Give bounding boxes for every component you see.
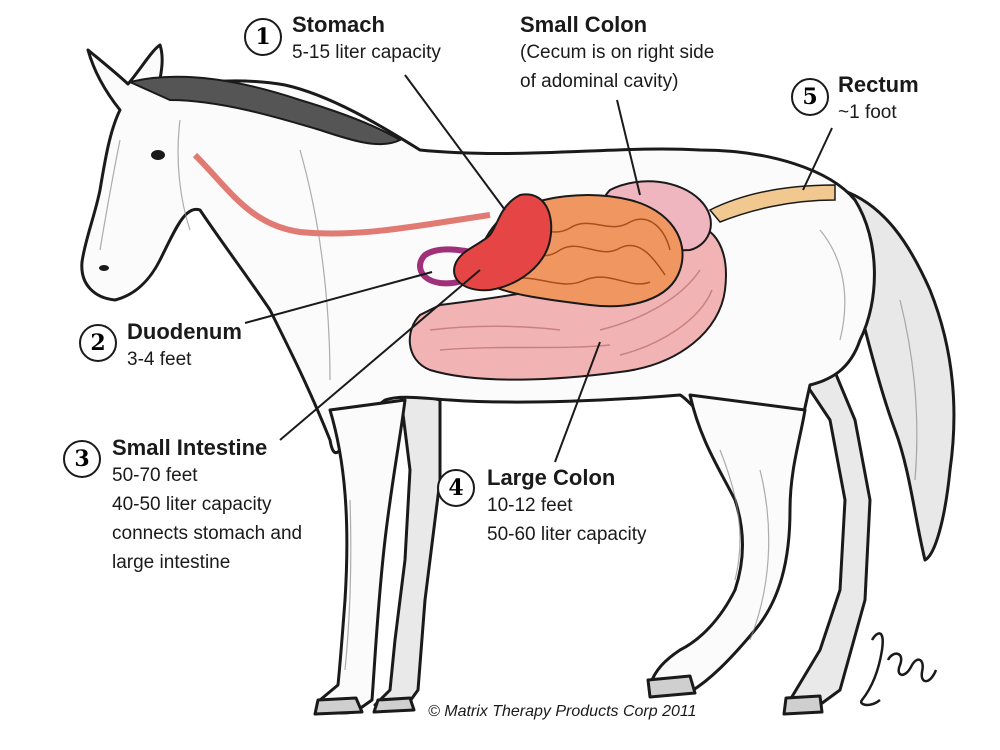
leader-stomach: [404, 74, 506, 211]
duodenum-title: Duodenum: [127, 319, 242, 344]
small-intestine-line-2: 40-50 liter capacity: [112, 494, 272, 515]
large-colon-title: Large Colon: [487, 465, 616, 490]
small-colon-line-2: of adominal cavity): [520, 71, 679, 92]
number-badge-3: 3: [63, 440, 101, 478]
leader-duodenum: [244, 271, 433, 324]
stomach-line-1: 5-15 liter capacity: [292, 42, 441, 63]
label-large-colon: Large Colon 10-12 feet 50-60 liter capac…: [487, 465, 646, 549]
label-small-intestine: Small Intestine 50-70 feet 40-50 liter c…: [112, 435, 302, 577]
duodenum-line-1: 3-4 feet: [127, 349, 192, 370]
small-intestine-line-1: 50-70 feet: [112, 465, 198, 486]
mane: [126, 75, 403, 146]
near-hind-leg: [648, 393, 807, 696]
shading: [99, 119, 918, 671]
label-stomach: Stomach 5-15 liter capacity: [292, 12, 441, 67]
small-intestine-title: Small Intestine: [112, 435, 268, 460]
stomach-title: Stomach: [292, 12, 385, 37]
signature: [859, 632, 938, 707]
large-colon-line-2: 50-60 liter capacity: [487, 524, 647, 545]
leader-small-intestine: [279, 269, 481, 441]
small-colon-line-1: (Cecum is on right side: [520, 42, 715, 63]
rectum-title: Rectum: [838, 72, 919, 97]
hoof-hind-far: [782, 694, 824, 716]
leader-lines: [244, 74, 833, 463]
hoof-hind-near: [646, 674, 697, 699]
leader-large-colon: [554, 341, 601, 463]
stomach: [453, 193, 553, 292]
small-colon-title: Small Colon: [520, 12, 648, 37]
hoof-front-near: [313, 696, 364, 716]
rectum-line-1: ~1 foot: [838, 102, 897, 123]
nostril: [99, 265, 109, 271]
small-intestine-line-3: connects stomach and: [112, 523, 303, 544]
label-small-colon: Small Colon (Cecum is on right side of a…: [520, 12, 714, 96]
eye: [151, 150, 165, 160]
number-badge-4: 4: [437, 469, 475, 507]
copyright-notice: © Matrix Therapy Products Corp 2011: [428, 703, 697, 720]
number-badge-2: 2: [79, 324, 117, 362]
large-colon-folds: [429, 269, 713, 356]
large-colon-line-1: 10-12 feet: [487, 495, 573, 516]
esophagus: [192, 152, 491, 237]
label-rectum: Rectum ~1 foot: [838, 72, 919, 127]
number-badge-1: 1: [244, 18, 282, 56]
leader-small-colon: [616, 99, 641, 196]
small-intestine-line-4: large intestine: [112, 552, 231, 573]
rectum: [708, 184, 836, 223]
number-badge-5: 5: [791, 78, 829, 116]
leader-rectum: [802, 127, 833, 191]
label-duodenum: Duodenum 3-4 feet: [127, 319, 242, 374]
hoof-front-far: [372, 696, 416, 714]
